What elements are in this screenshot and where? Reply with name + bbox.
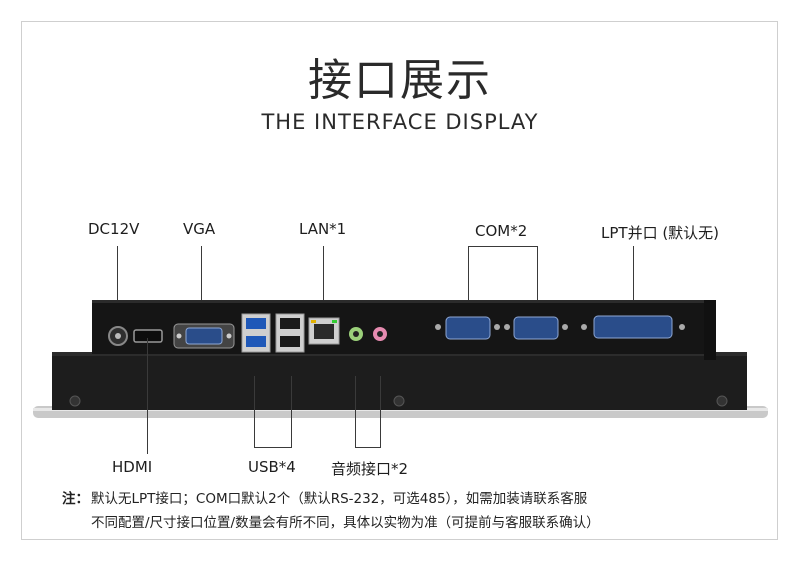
label-com: COM*2	[475, 222, 528, 240]
com2-screw-right	[562, 324, 568, 330]
usb-port-2	[246, 336, 266, 347]
leader-line-usb-bar	[254, 447, 292, 448]
label-lpt: LPT并口 (默认无)	[601, 224, 720, 242]
leader-line-hdmi	[147, 338, 148, 454]
note-line-2: 不同配置/尺寸接口位置/数量会有所不同，具体以实物为准（可提前与客服联系确认）	[91, 515, 600, 531]
lpt-screw-left	[581, 324, 587, 330]
lan-port-opening	[314, 324, 334, 339]
note-prefix: 注：	[62, 491, 89, 507]
label-audio: 音频接口*2	[331, 460, 409, 478]
leader-line-lan	[323, 246, 324, 314]
com2-port	[513, 316, 559, 340]
lan-led-1	[311, 320, 316, 323]
leader-line-audio-left	[355, 376, 356, 448]
content-frame	[21, 21, 778, 540]
lpt-port	[593, 315, 673, 339]
vga-screw-right	[226, 333, 232, 339]
io-panel-side	[704, 300, 716, 360]
screw-left	[69, 395, 81, 407]
leader-line-com-bar	[468, 246, 538, 247]
leader-line-com1	[468, 246, 469, 318]
io-panel-top-edge	[92, 300, 704, 303]
com1-screw-left	[435, 324, 441, 330]
leader-line-lpt	[633, 246, 634, 316]
leader-line-com2	[537, 246, 538, 318]
screw-right	[716, 395, 728, 407]
label-vga: VGA	[183, 220, 216, 238]
usb-port-1	[246, 318, 266, 329]
vga-screw-left	[176, 333, 182, 339]
note-line-1: 默认无LPT接口；COM口默认2个（默认RS-232，可选485），如需加装请联…	[91, 491, 588, 507]
lpt-screw-right	[679, 324, 685, 330]
leader-line-vga	[201, 246, 202, 318]
screw-middle	[393, 395, 405, 407]
leader-line-dc	[117, 246, 118, 312]
label-lan: LAN*1	[299, 220, 347, 238]
page-subtitle: THE INTERFACE DISPLAY	[261, 110, 539, 134]
com1-screw-right	[494, 324, 500, 330]
label-hdmi: HDMI	[112, 458, 153, 476]
leader-line-usb-left	[254, 376, 255, 448]
leader-line-usb-right	[291, 376, 292, 448]
usb-port-3	[280, 318, 300, 329]
vga-port	[185, 327, 223, 345]
hdmi-port	[133, 329, 163, 343]
page-title: 接口展示	[308, 55, 492, 106]
com2-screw-left	[504, 324, 510, 330]
usb-port-4	[280, 336, 300, 347]
leader-line-audio-right	[380, 376, 381, 448]
lan-led-2	[332, 320, 337, 323]
leader-line-audio-bar	[355, 447, 381, 448]
com1-port	[445, 316, 491, 340]
label-usb: USB*4	[248, 458, 296, 476]
label-dc12v: DC12V	[88, 220, 140, 238]
dc-jack-pin	[115, 333, 121, 339]
